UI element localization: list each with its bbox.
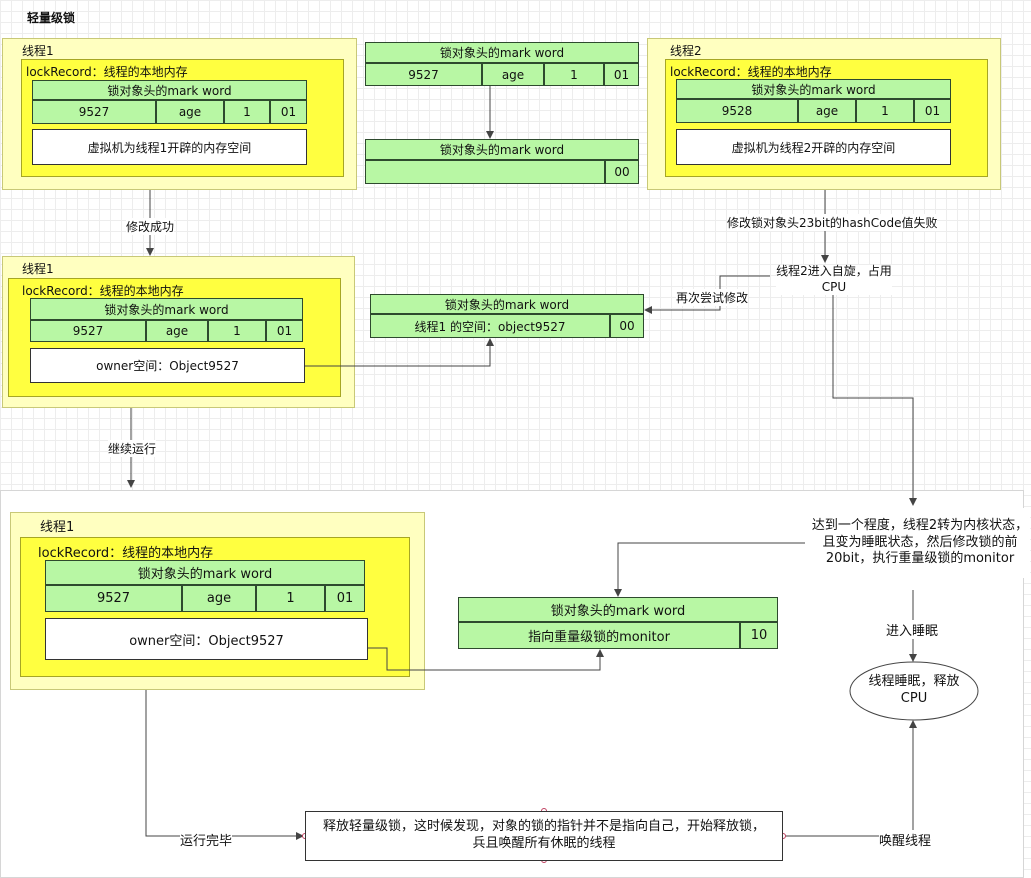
arrow-owner-monitor [368, 647, 604, 671]
markword-hash-2: 9527 [30, 320, 146, 342]
label-enter-sleep: 进入睡眠 [886, 620, 939, 639]
thread2-label: 线程2 [670, 44, 702, 58]
markword-age-3: age [182, 585, 256, 612]
label-continue-run: 继续运行 [108, 440, 157, 457]
sleep-ellipse [849, 661, 979, 721]
label-modify-success: 修改成功 [126, 218, 175, 235]
label-modify-fail: 修改锁对象头23bit的hashCode值失败 [727, 214, 938, 231]
markword-age-2: age [146, 320, 208, 342]
thread2-markword-biased-bit: 1 [856, 99, 914, 123]
arrow-run-done [145, 690, 304, 840]
arrow-inflate [614, 542, 805, 597]
owner-space: owner空间：Object9527 [30, 348, 305, 383]
thread1-memory-space: 虚拟机为线程1开辟的内存空间 [32, 129, 307, 165]
object-markword4-lock-flag: 10 [740, 622, 778, 649]
label-inflate: 达到一个程度，线程2转为内核状态，且变为睡眠状态，然后修改锁的前20bit，执行… [810, 508, 1030, 578]
thread1-label: 线程1 [22, 44, 54, 58]
release-lock-box: 释放轻量级锁，这时候发现，对象的锁的指针并不是指向自己，开始释放锁，兵且唤醒所有… [305, 811, 783, 861]
thread2-lockrecord-label: lockRecord：线程的本地内存 [670, 65, 832, 79]
markword-header-2: 锁对象头的mark word [30, 298, 303, 320]
object-markword2-lock-flag: 00 [605, 160, 639, 184]
thread1-label-3: 线程1 [40, 520, 75, 535]
markword-hash: 9527 [32, 100, 156, 124]
thread1-label-2: 线程1 [22, 262, 54, 276]
markword-biased-bit: 1 [224, 100, 270, 124]
object-markword-age: age [482, 63, 544, 86]
markword-biased-bit-2: 1 [208, 320, 266, 342]
object-markword3-pointer: 线程1 的空间：object9527 [370, 314, 610, 338]
page-title: 轻量级锁 [27, 11, 76, 25]
markword-age: age [156, 100, 224, 124]
object-markword-lock-flag: 01 [604, 63, 639, 86]
arrow-wake [783, 720, 917, 837]
object-markword-header: 锁对象头的mark word [365, 42, 639, 63]
markword-lock-flag-3: 01 [325, 585, 365, 612]
label-retry: 再次尝试修改 [676, 289, 749, 306]
lockrecord-label: lockRecord：线程的本地内存 [26, 65, 188, 79]
thread2-markword-lock-flag: 01 [914, 99, 951, 123]
label-spin: 线程2进入自旋，占用CPU [776, 264, 892, 295]
label-wake: 唤醒线程 [879, 830, 932, 849]
arrow-spin-down [832, 295, 917, 506]
object-markword2-header: 锁对象头的mark word [365, 139, 639, 160]
markword-lock-flag-2: 01 [266, 320, 303, 342]
lockrecord-label-2: lockRecord：线程的本地内存 [22, 284, 184, 298]
label-sleep-release: 线程睡眠，释放CPU [868, 674, 960, 706]
label-run-done: 运行完毕 [180, 830, 233, 849]
markword-hash-3: 9527 [45, 585, 182, 612]
object-markword2-empty [365, 160, 605, 184]
thread2-markword-hash: 9528 [676, 99, 798, 123]
thread2-markword-age: age [798, 99, 856, 123]
markword-header: 锁对象头的mark word [32, 80, 307, 100]
owner-space-3: owner空间：Object9527 [45, 618, 368, 660]
object-markword3-header: 锁对象头的mark word [370, 294, 644, 314]
markword-lock-flag: 01 [270, 100, 307, 124]
markword-header-3: 锁对象头的mark word [45, 560, 365, 585]
object-markword4-pointer: 指向重量级锁的monitor [458, 622, 740, 649]
object-markword3-lock-flag: 00 [610, 314, 644, 338]
markword-biased-bit-3: 1 [256, 585, 325, 612]
lockrecord-label-3: lockRecord：线程的本地内存 [38, 546, 214, 561]
thread2-markword-header: 锁对象头的mark word [676, 79, 951, 99]
object-markword-biased-bit: 1 [544, 63, 604, 86]
object-markword-hash: 9527 [365, 63, 482, 86]
thread2-memory-space: 虚拟机为线程2开辟的内存空间 [676, 129, 951, 165]
object-markword4-header: 锁对象头的mark word [458, 597, 778, 622]
arrow-owner-pointer [305, 338, 494, 367]
